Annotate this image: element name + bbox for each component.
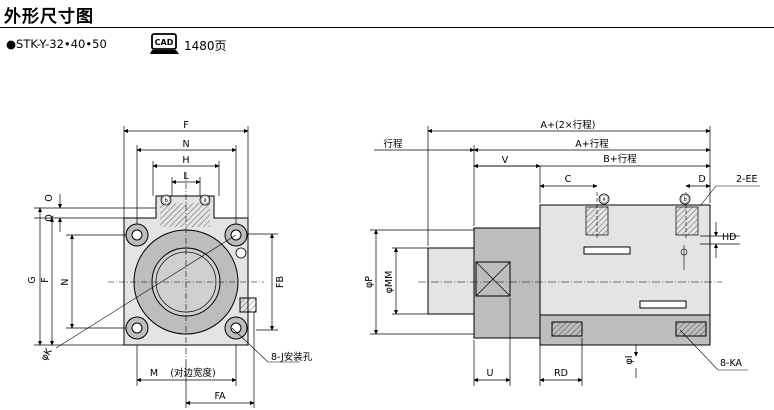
svg-text:2-EE: 2-EE: [736, 174, 757, 185]
svg-text:F: F: [183, 120, 188, 131]
svg-text:A+(2×行程): A+(2×行程): [541, 119, 596, 131]
side-view-dimension-labels: A+(2×行程) 行程 A+行程 B+行程 V C D 2-EE HD φP φ…: [364, 119, 757, 379]
cad-icon[interactable]: CAD: [150, 33, 180, 57]
side-view-dimensions: [370, 126, 740, 386]
svg-text:ⓐ: ⓐ: [600, 195, 608, 204]
svg-text:ⓐ: ⓐ: [201, 196, 209, 205]
svg-text:C: C: [565, 174, 572, 185]
svg-text:8-KA: 8-KA: [720, 358, 743, 369]
svg-text:φI: φI: [624, 355, 635, 364]
svg-text:φMM: φMM: [384, 271, 395, 294]
svg-text:M: M: [150, 368, 158, 379]
svg-text:行程: 行程: [383, 138, 403, 150]
svg-text:(对边宽度): (对边宽度): [170, 367, 215, 379]
svg-text:G: G: [27, 276, 38, 283]
svg-text:V: V: [502, 155, 509, 166]
svg-text:CAD: CAD: [155, 38, 174, 47]
svg-text:N: N: [182, 139, 189, 150]
svg-text:A+行程: A+行程: [575, 138, 609, 150]
svg-text:ⓑ: ⓑ: [681, 195, 689, 204]
svg-text:φK: φK: [39, 346, 55, 363]
model-series-label: ●STK-Y-32•40•50: [6, 37, 107, 51]
svg-text:8-J安装孔: 8-J安装孔: [271, 351, 313, 363]
svg-text:N: N: [60, 278, 71, 285]
mounting-holes: [125, 223, 248, 340]
rod: [427, 247, 477, 315]
svg-text:ⓑ: ⓑ: [162, 196, 170, 205]
svg-text:HD: HD: [722, 232, 736, 243]
svg-text:Q: Q: [44, 214, 55, 221]
front-view: [55, 172, 300, 363]
side-view-port-labels: ⓐ ⓑ: [600, 195, 689, 204]
svg-text:H: H: [182, 155, 189, 166]
front-view-dimensions: [34, 126, 278, 408]
wrench-flat: [475, 261, 511, 297]
svg-text:O: O: [44, 194, 55, 201]
page-title: 外形尺寸图: [4, 7, 94, 27]
svg-text:φP: φP: [364, 276, 375, 288]
svg-text:B+行程: B+行程: [603, 153, 637, 165]
svg-text:FA: FA: [214, 391, 226, 402]
svg-text:L: L: [183, 171, 189, 182]
side-view: [418, 185, 760, 371]
title-divider: [0, 27, 774, 28]
svg-text:FB: FB: [275, 276, 286, 288]
svg-text:RD: RD: [554, 368, 568, 379]
rod-end-block: [473, 227, 541, 339]
front-view-port-labels: ⓑ ⓐ: [162, 196, 209, 205]
svg-text:U: U: [487, 368, 494, 379]
svg-text:D: D: [698, 174, 705, 185]
front-view-dimension-labels: F N H L O Q G F N FB M (对边宽度) FA φK 8-J安…: [27, 120, 313, 402]
page-reference-link[interactable]: 1480页: [184, 39, 227, 53]
svg-text:F: F: [40, 277, 51, 282]
